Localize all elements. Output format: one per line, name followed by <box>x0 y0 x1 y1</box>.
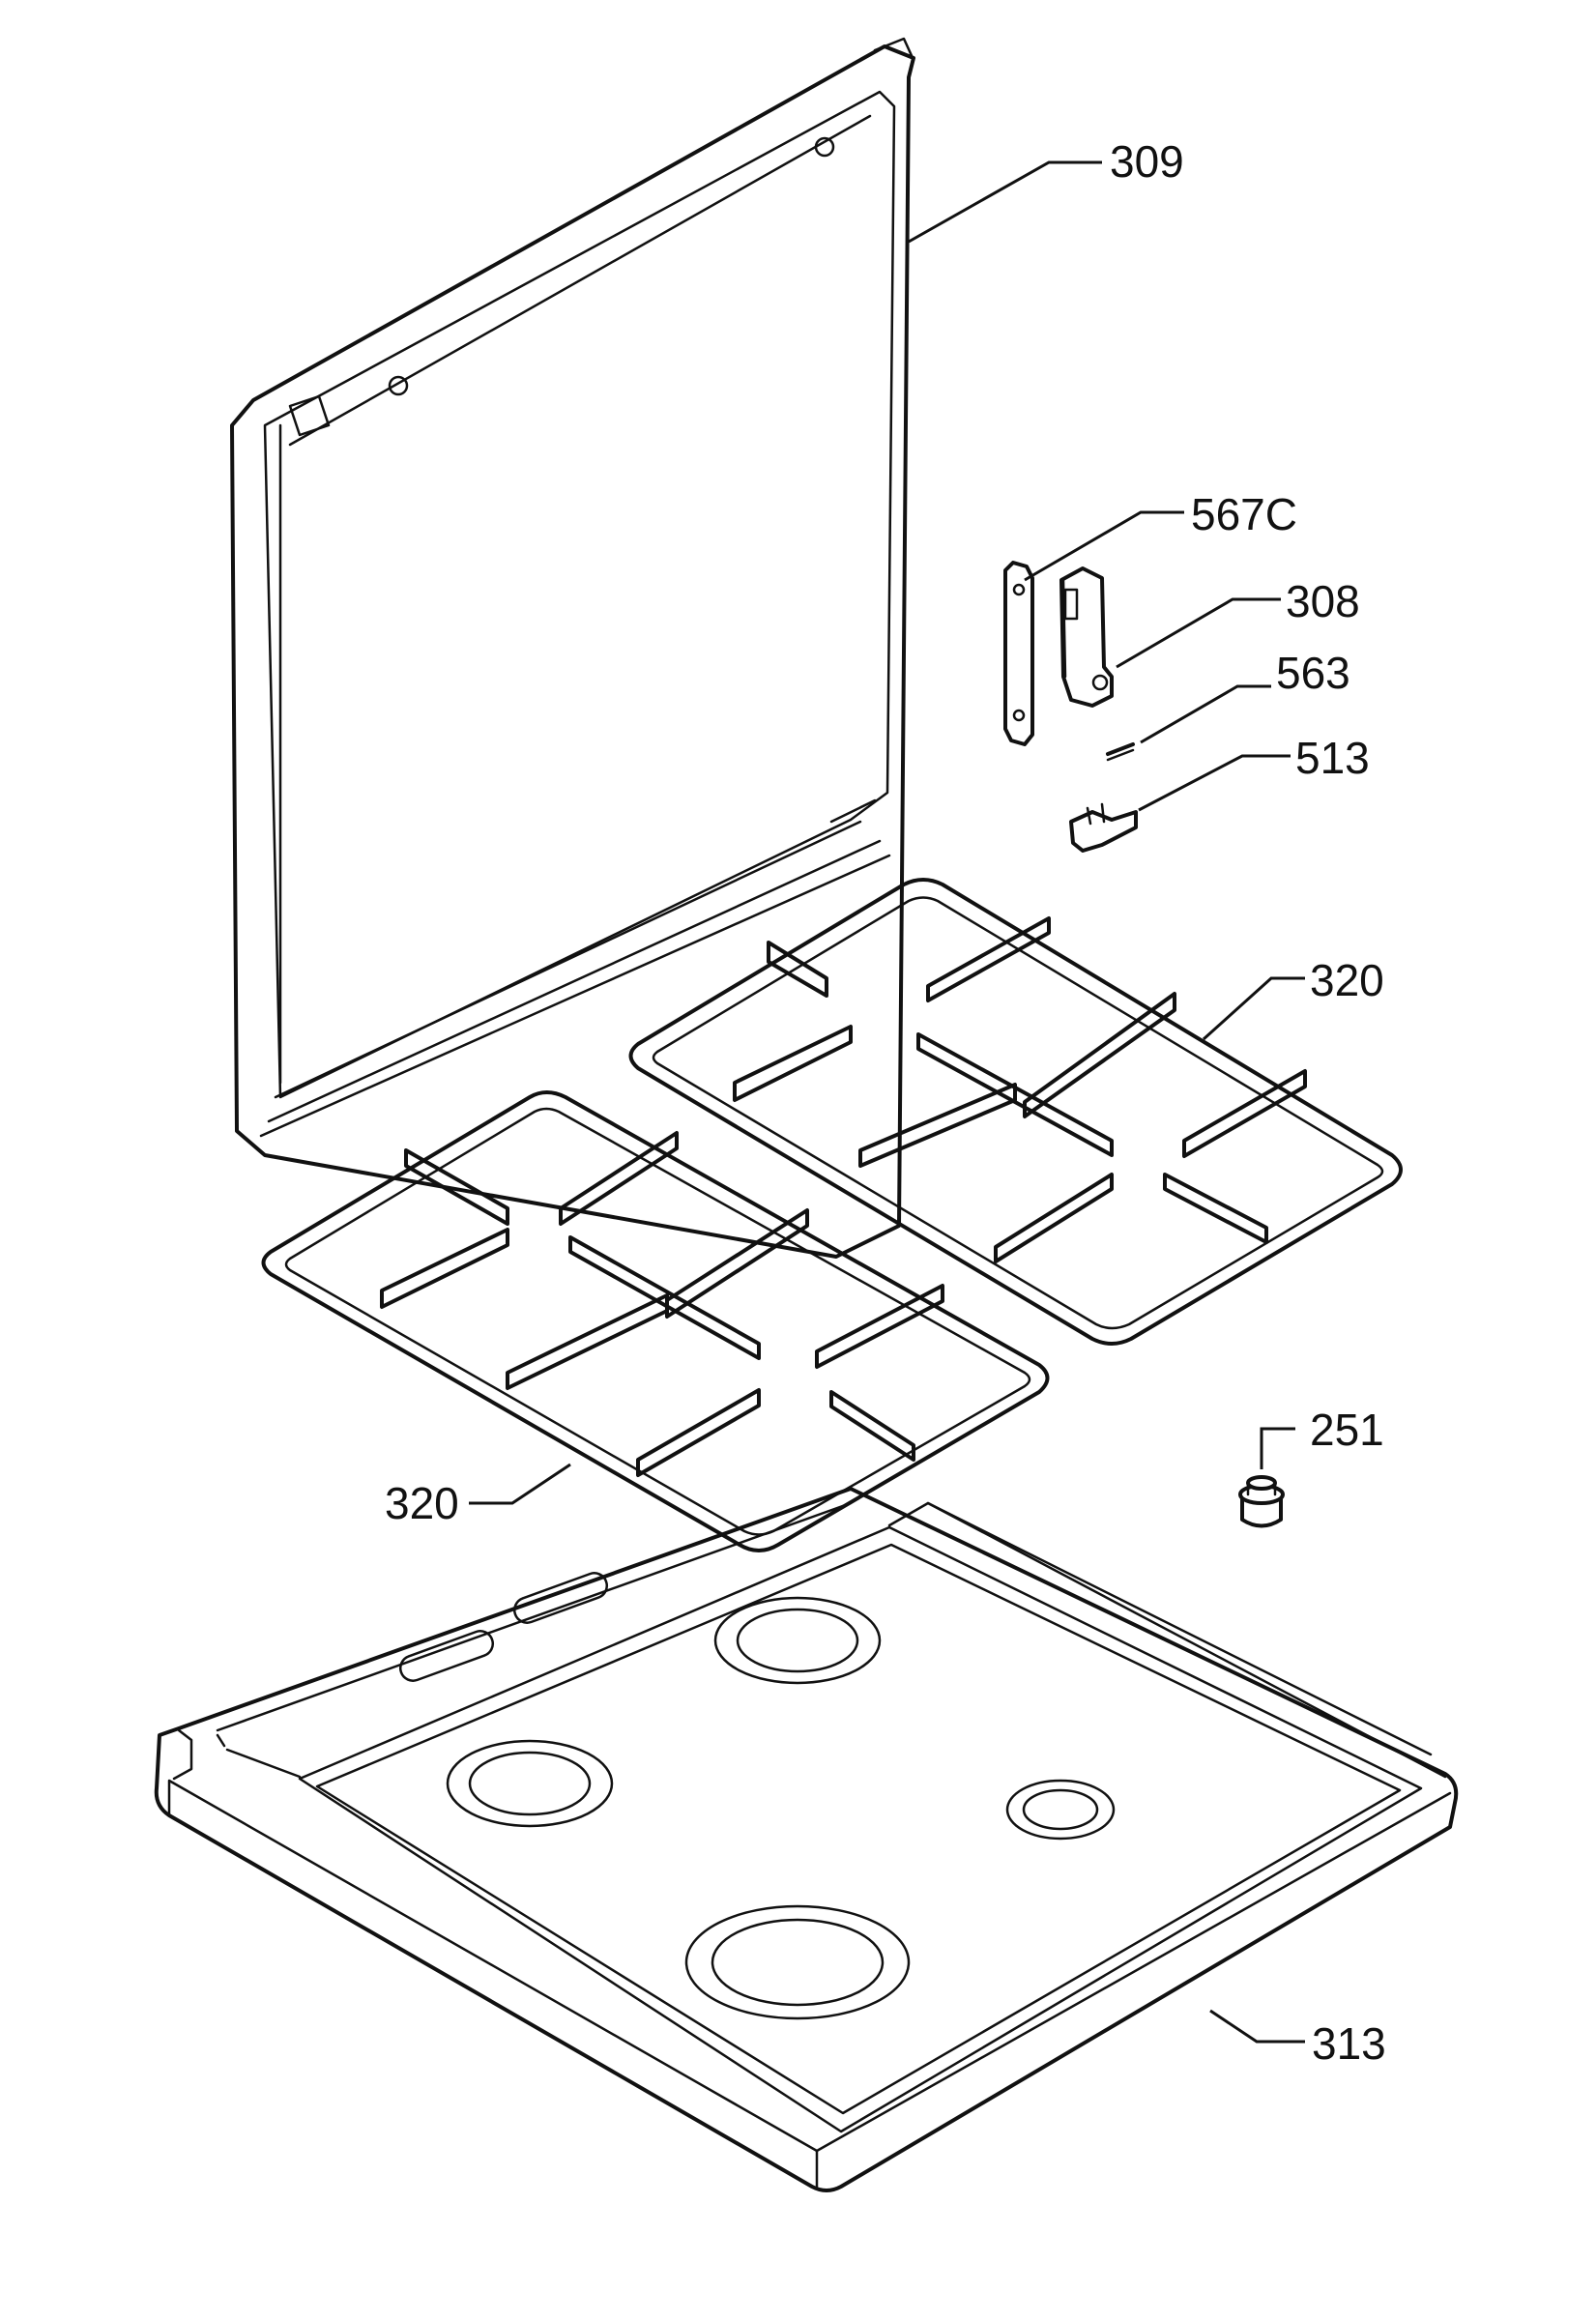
callout-563: 563 <box>1276 648 1350 698</box>
leader-251 <box>1260 1427 1295 1469</box>
callout-309: 309 <box>1110 136 1184 187</box>
lid-cover-part <box>230 37 915 1259</box>
hinge-pin-part <box>1106 742 1135 762</box>
leader-309 <box>908 160 1102 244</box>
hob-top-part <box>154 1487 1459 2192</box>
pan-support-right-part <box>628 878 1403 1346</box>
hinge-clip-part <box>1069 802 1138 853</box>
leader-567c <box>1024 510 1184 582</box>
leader-313 <box>1209 2009 1305 2044</box>
leader-lines <box>469 160 1305 2044</box>
callout-251: 251 <box>1310 1405 1384 1455</box>
callout-320-left: 320 <box>385 1478 459 1528</box>
knob-foot-part <box>1238 1475 1285 1528</box>
leader-563 <box>1140 684 1271 744</box>
hinge-plate-part <box>1003 561 1034 746</box>
hinge-bracket-part <box>1059 566 1114 708</box>
callout-308: 308 <box>1286 576 1360 626</box>
pan-support-left-part <box>261 1090 1050 1552</box>
leader-320-right <box>1202 976 1305 1041</box>
leader-320-left <box>469 1463 571 1505</box>
callout-513: 513 <box>1295 733 1370 783</box>
leader-308 <box>1116 597 1281 669</box>
callout-567c: 567C <box>1191 489 1297 539</box>
callout-313: 313 <box>1312 2018 1386 2069</box>
callout-320-right: 320 <box>1310 955 1384 1005</box>
leader-513 <box>1138 754 1291 812</box>
